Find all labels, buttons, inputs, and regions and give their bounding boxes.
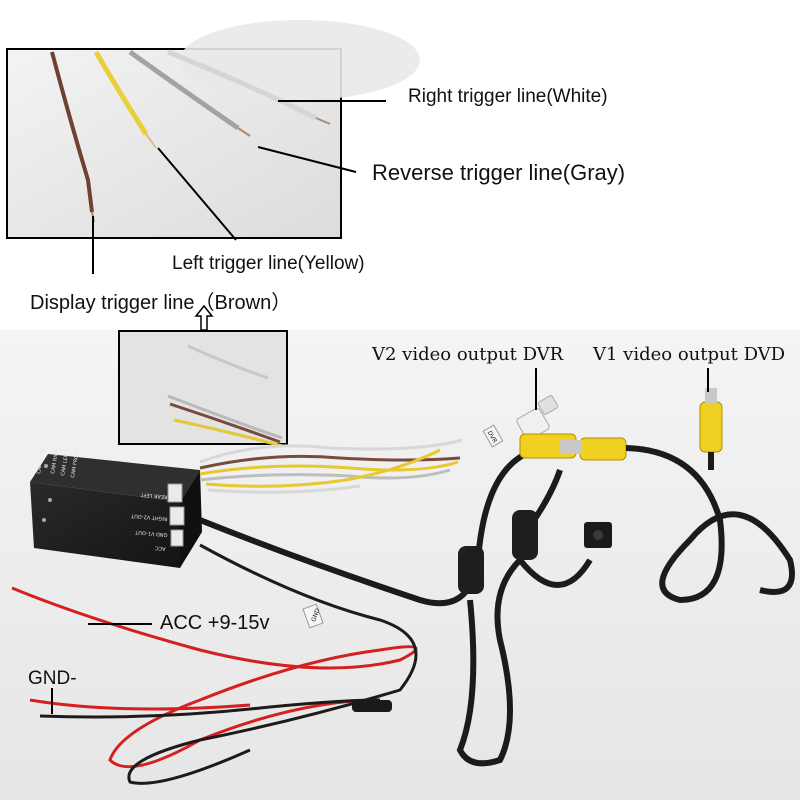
silk-port-b: RIGHT V2-OUT <box>130 512 168 521</box>
left-trigger-label: Left trigger line(Yellow) <box>172 253 365 274</box>
right-trigger-label: Right trigger line(White) <box>408 86 608 107</box>
acc-label: ACC +9-15v <box>160 612 270 634</box>
inline-fuse <box>352 700 392 712</box>
leader-left-trigger <box>157 147 237 241</box>
ferrite-right <box>512 510 538 560</box>
leader-reverse-trigger <box>257 146 357 173</box>
silk-cam-left: CAM LEFT <box>60 450 70 476</box>
power-cables <box>11 543 418 785</box>
top-zoom-inset <box>6 20 420 239</box>
v1-video-output-label: V1 video output DVD <box>593 344 786 365</box>
dvr-tag: DVR <box>482 424 504 448</box>
gnd-label: GND- <box>28 668 77 689</box>
lower-zoom-inset <box>118 330 288 448</box>
gnd-tag: GND <box>302 603 324 629</box>
rca-yellow-connector-pair <box>519 433 627 461</box>
silk-cam-right: CAM RIGHT <box>50 444 61 474</box>
gnd-tag-text: GND <box>310 607 321 623</box>
mini-camera <box>584 522 612 548</box>
v2-video-output-label: V2 video output DVR <box>372 344 564 365</box>
rca-v2-dvr-connector <box>516 395 559 441</box>
dvd-cable <box>625 445 795 604</box>
ferrite-left <box>458 546 484 594</box>
silk-cam-front: CAM FRONT <box>70 447 81 478</box>
silk-port-d: ACC <box>154 544 165 551</box>
reverse-trigger-label: Reverse trigger line(Gray) <box>372 160 626 185</box>
silk-port-c: GND V1-OUT <box>134 529 168 538</box>
control-box: CAM REAR CAM RIGHT CAM LEFT CAM FRONT RE… <box>30 444 202 568</box>
display-trigger-label: Display trigger line（Brown） <box>30 292 292 314</box>
silk-cam-rear: CAM REAR <box>36 447 47 475</box>
silk-port-a: REAR LEFT <box>139 491 167 499</box>
trigger-wire-bundle <box>199 438 463 494</box>
